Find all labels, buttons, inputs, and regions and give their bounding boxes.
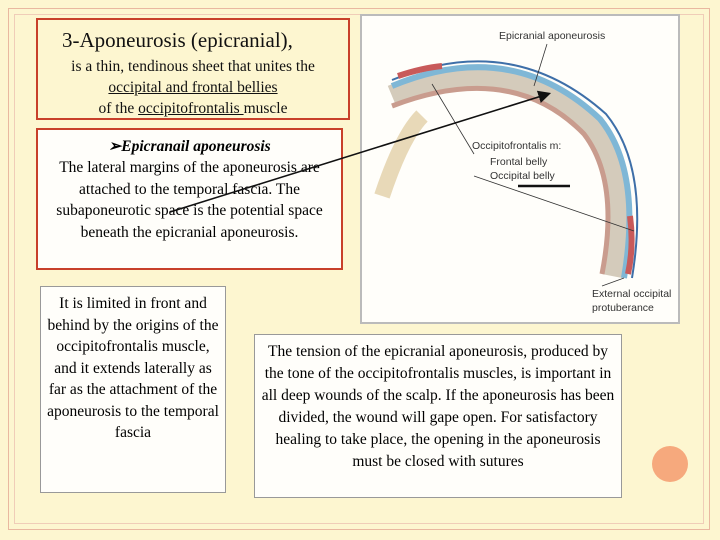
frontal-belly-muscle (397, 63, 443, 79)
title-description: is a thin, tendinous sheet that unites t… (36, 56, 350, 119)
box4-text: The tension of the epicranial aponeurosi… (261, 343, 615, 470)
label-frontal-belly: Frontal belly (490, 156, 548, 168)
box2-text: The lateral margins of the aponeurosis a… (56, 159, 323, 241)
scalp-skin-layer (391, 60, 639, 279)
occipital-belly-muscle (625, 215, 635, 275)
orbit-region (374, 110, 428, 199)
arrow-bullet-icon: ➢ (108, 138, 122, 155)
skull-bone-layer (387, 65, 630, 279)
box2-heading-text: Epicranail aponeurosis (121, 138, 271, 155)
title-line-1: is a thin, tendinous sheet that unites t… (71, 58, 315, 75)
label-occipital-belly: Occipital belly (490, 170, 555, 182)
anatomy-figure: Epicranial aponeurosis Occipitofrontalis… (360, 14, 680, 324)
title-line-3-pre: of the (98, 100, 139, 117)
title-line-3-underlined: occipitofrontalis (138, 100, 244, 117)
scalp-diagram (374, 43, 639, 287)
box2-heading: ➢Epicranail aponeurosis (38, 137, 341, 157)
aponeurosis-layer (390, 64, 633, 279)
leader-aponeurosis (533, 43, 548, 87)
epicranial-aponeurosis-box: ➢Epicranail aponeurosis The lateral marg… (36, 128, 343, 270)
leader-frontal (431, 83, 475, 155)
slide-title: 3-Aponeurosis (epicranial), (62, 28, 293, 52)
title-line-3-post: muscle (243, 100, 288, 117)
decorative-circle (652, 446, 688, 482)
tension-text-box: The tension of the epicranial aponeurosi… (254, 334, 622, 498)
label-external-occipital: External occipital (592, 288, 672, 300)
title-line-2: occipital and frontal bellies (108, 79, 278, 96)
periosteum-layer (391, 85, 611, 275)
slide-inner-frame (14, 14, 704, 524)
leader-protuberance (601, 277, 625, 287)
label-occipitofrontalis: Occipitofrontalis m: (472, 140, 562, 152)
limits-text-box: It is limited in front and behind by the… (40, 286, 226, 493)
label-epicranial-aponeurosis: Epicranial aponeurosis (499, 30, 606, 42)
box3-text: It is limited in front and behind by the… (47, 295, 219, 441)
title-line-3: of the occipitofrontalis muscle (36, 98, 350, 119)
label-protuberance: protuberance (592, 302, 654, 314)
slide-outer-frame (8, 8, 710, 530)
